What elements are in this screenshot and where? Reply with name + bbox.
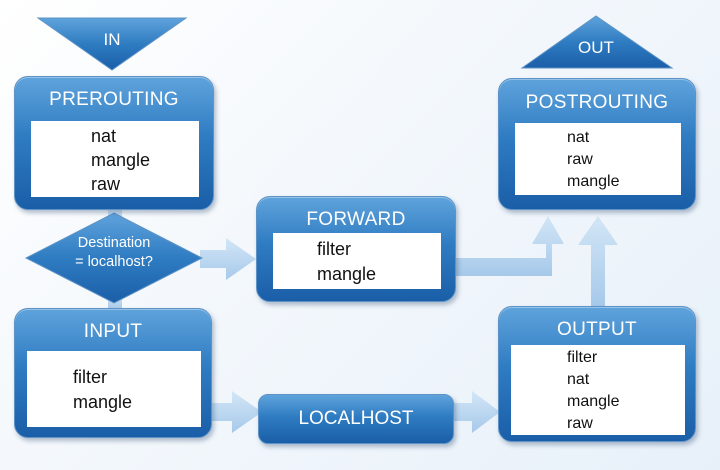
- input-table-list: filter mangle: [27, 351, 201, 427]
- output-table-list: filter nat mangle raw: [511, 345, 685, 435]
- chain-output: OUTPUT filter nat mangle raw: [498, 306, 696, 442]
- in-label: IN: [103, 30, 121, 49]
- in-arrow-shape: [36, 17, 188, 71]
- decision-diamond-shape: [24, 212, 204, 304]
- table-item: filter: [567, 349, 598, 366]
- table-item: filter: [73, 367, 108, 387]
- arrow-output-to-postrouting: [578, 216, 618, 306]
- chain-forward: FORWARD filter mangle: [256, 196, 456, 302]
- table-item: raw: [567, 415, 593, 432]
- decision-label: Destination = localhost?: [44, 234, 184, 272]
- table-item: nat: [91, 126, 117, 146]
- out-label: OUT: [578, 38, 614, 57]
- chain-input-title: INPUT: [83, 321, 143, 342]
- table-item: raw: [91, 174, 121, 194]
- chain-postrouting-title: POSTROUTING: [525, 92, 669, 113]
- decision-line-1: Destination: [77, 235, 151, 251]
- localhost-label: LOCALHOST: [298, 408, 414, 429]
- out-arrow-shape: [520, 15, 674, 69]
- prerouting-table-list: nat mangle raw: [31, 121, 199, 197]
- table-item: nat: [567, 371, 590, 388]
- postrouting-table-list: nat raw mangle: [515, 123, 681, 195]
- chain-prerouting: PREROUTING nat mangle raw: [14, 76, 214, 210]
- chain-input: INPUT filter mangle: [14, 308, 212, 438]
- decision-line-2: = localhost?: [75, 254, 153, 270]
- forward-table-list: filter mangle: [273, 233, 441, 289]
- chain-output-title: OUTPUT: [557, 319, 637, 340]
- arrow-decision-to-forward: [200, 238, 256, 280]
- localhost-box: LOCALHOST: [258, 394, 454, 444]
- table-item: mangle: [91, 150, 151, 170]
- chain-prerouting-title: PREROUTING: [49, 89, 179, 110]
- arrow-input-to-localhost: [210, 391, 262, 433]
- table-item: nat: [567, 129, 590, 146]
- chain-postrouting: POSTROUTING nat raw mangle: [498, 78, 696, 210]
- chain-forward-title: FORWARD: [306, 209, 406, 230]
- arrow-localhost-to-output: [452, 391, 500, 433]
- table-item: mangle: [567, 393, 620, 410]
- table-item: mangle: [567, 173, 620, 190]
- table-item: mangle: [73, 392, 133, 412]
- table-item: mangle: [317, 264, 377, 284]
- arrow-forward-to-postrouting: [454, 216, 564, 276]
- table-item: raw: [567, 151, 593, 168]
- table-item: filter: [317, 239, 352, 259]
